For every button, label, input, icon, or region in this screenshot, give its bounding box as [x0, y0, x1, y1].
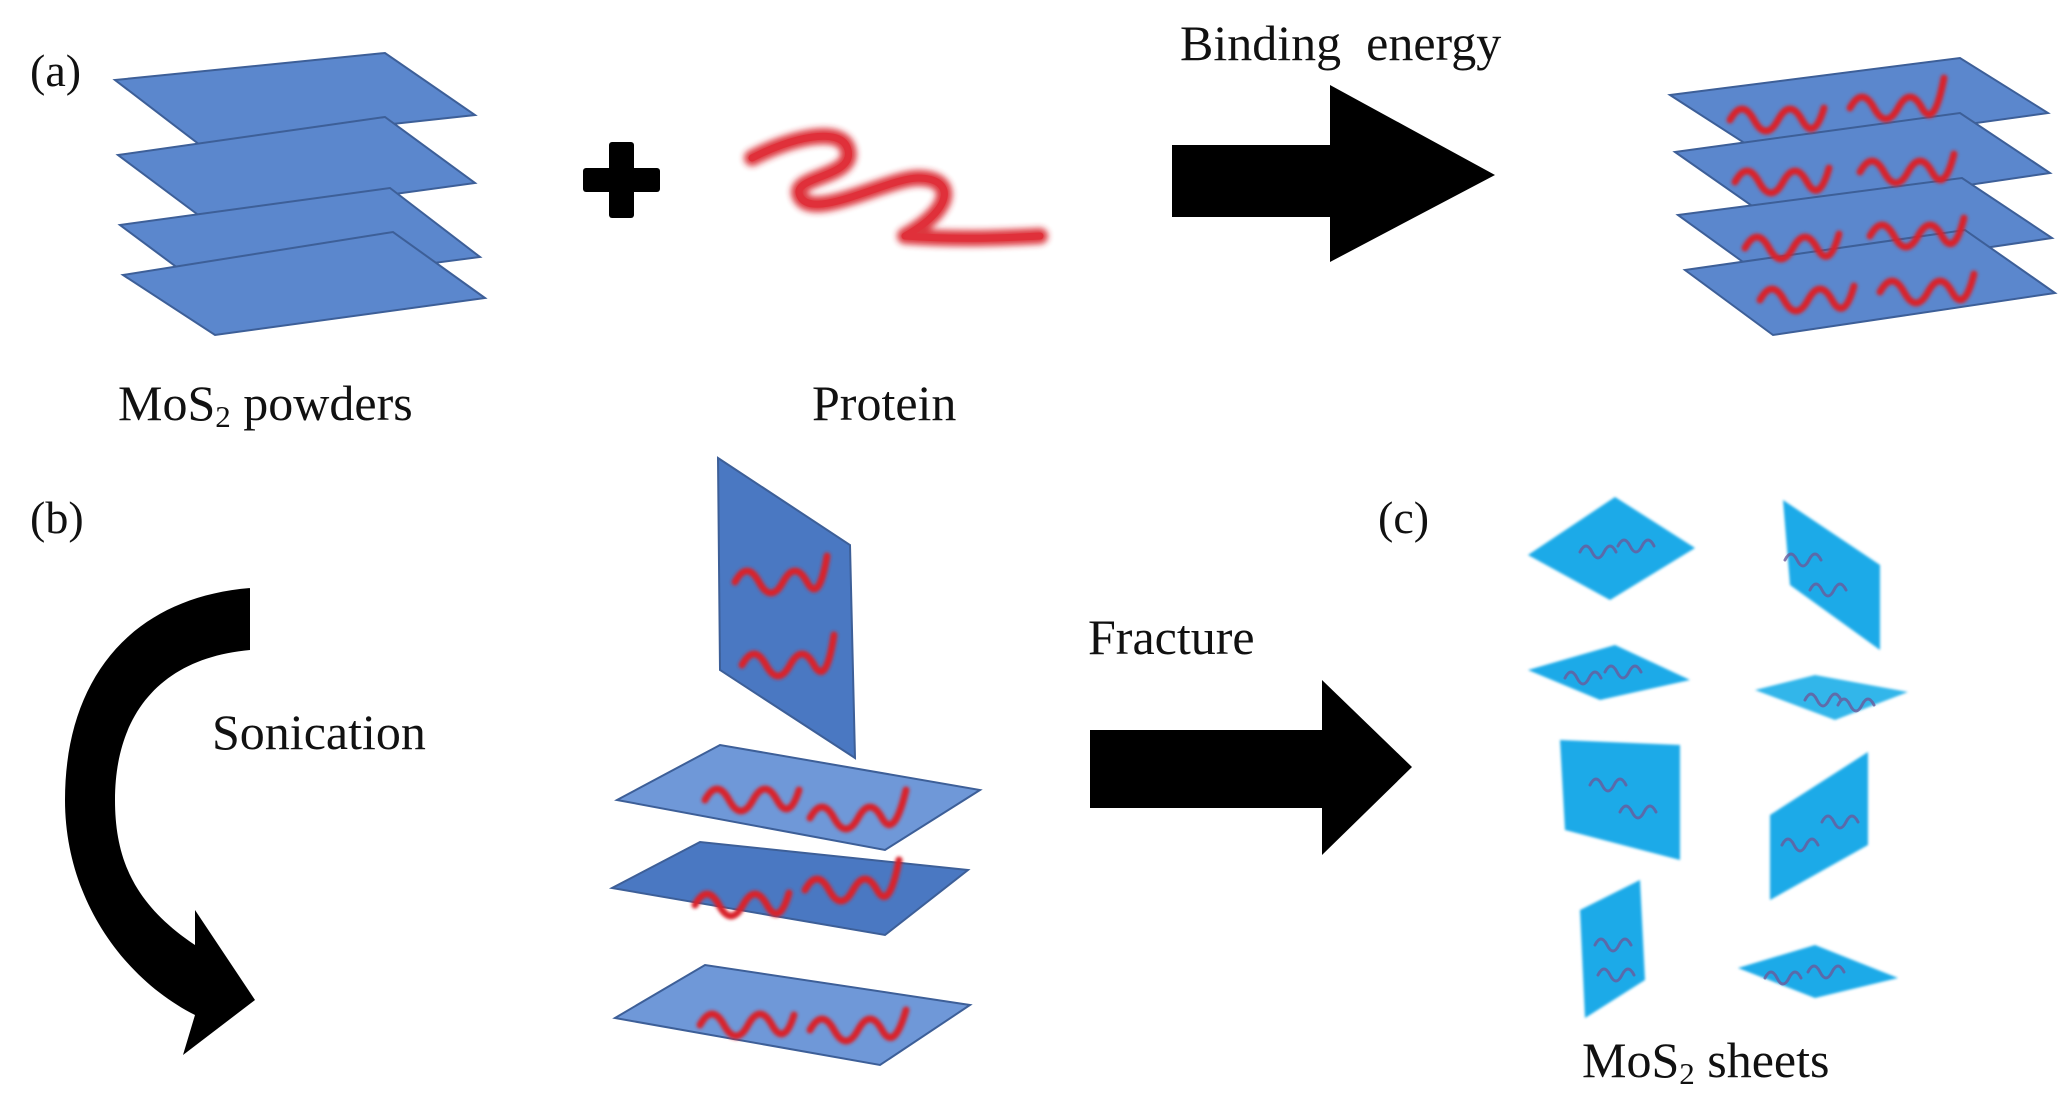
panel-c-label: (c) — [1378, 492, 1430, 543]
mos2-sheets-subscript: 2 — [1679, 1055, 1695, 1091]
sonication-label: Sonication — [212, 704, 426, 760]
binding-energy-label: Binding energy — [1180, 15, 1502, 71]
tilted-sheet — [716, 456, 857, 760]
panel-a-label: (a) — [30, 45, 82, 96]
powder-layer-4 — [120, 230, 488, 337]
mos2-powder-stack — [112, 51, 488, 337]
protein-label: Protein — [812, 375, 957, 431]
mos2-powders-subscript: 2 — [215, 398, 231, 434]
sonication-curved-arrow — [65, 520, 255, 1055]
fragment-6 — [1770, 752, 1868, 900]
mos2-sheets-group — [1528, 497, 1908, 1018]
binding-arrow — [1172, 85, 1495, 262]
mos2-sheets-prefix: MoS — [1582, 1032, 1680, 1088]
fragment-7 — [1580, 880, 1645, 1018]
fracture-arrow — [1090, 680, 1412, 855]
protein-bound-stack — [1667, 56, 2058, 337]
fragment-1 — [1528, 497, 1695, 600]
sheet-b2 — [608, 840, 971, 937]
mos2-sheets-label: MoS2 sheets — [1582, 1035, 1829, 1089]
mos2-powders-label: MoS2 powders — [118, 378, 413, 432]
protein-icon — [744, 128, 1048, 247]
fragment-8 — [1738, 945, 1898, 998]
bound-proteins — [1726, 74, 1978, 315]
sheet-proteins — [691, 552, 910, 1045]
bound-layer-4 — [1682, 228, 2058, 337]
fragment-2 — [1783, 500, 1880, 650]
panel-b-label: (b) — [30, 492, 84, 543]
mos2-sheets-suffix: sheets — [1694, 1032, 1830, 1088]
exfoliating-sheets — [608, 456, 983, 1067]
mos2-powders-suffix: powders — [230, 375, 413, 431]
mos2-powders-prefix: MoS — [118, 375, 216, 431]
fracture-label: Fracture — [1088, 609, 1255, 665]
fragment-3 — [1528, 645, 1690, 700]
fragment-5 — [1560, 740, 1680, 860]
plus-icon — [583, 142, 660, 218]
sheet-protein-marks — [1563, 538, 1876, 986]
